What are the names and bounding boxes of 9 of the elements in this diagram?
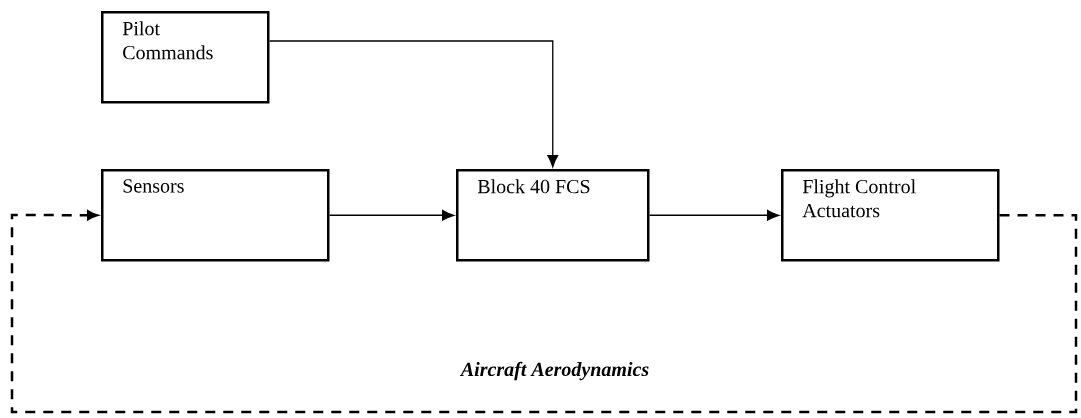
block-box: Block 40 FCS [456, 169, 650, 262]
arrow [10, 210, 1078, 414]
arrow [328, 209, 455, 221]
arrow [648, 209, 780, 221]
block-box: Flight Control Actuators [781, 169, 1000, 262]
arrow [268, 40, 559, 168]
block-box: Sensors [101, 169, 330, 262]
label-text: Aircraft Aerodynamics [459, 361, 649, 381]
block-box: Pilot Commands [101, 11, 270, 104]
